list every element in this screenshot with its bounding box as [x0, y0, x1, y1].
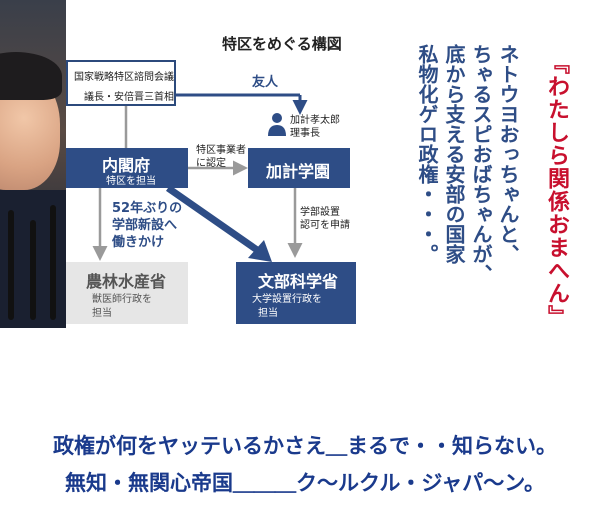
- bottom-line-1: 政権が何をヤッテいるかさえ＿まるで・・知らない。: [53, 434, 557, 458]
- pressure-label-3: 働きかけ: [112, 235, 165, 250]
- apply-label-2: 認可を申請: [300, 220, 350, 231]
- kake-gakuen-name: 加計学園: [266, 162, 331, 181]
- council-box: 国家戦略特区諮問会議 議長・安倍晋三首相: [66, 60, 176, 106]
- vertical-blue-line-3: 底から支える安部の国家: [442, 44, 466, 264]
- photo-hair: [0, 52, 62, 100]
- council-chair: 議長・安倍晋三首相: [84, 92, 174, 103]
- maff-name: 農林水産省: [86, 272, 167, 291]
- diagram-title: 特区をめぐる構図: [222, 35, 342, 53]
- person-icon-head: [272, 113, 282, 123]
- kake-person-role: 理事長: [290, 128, 320, 139]
- friend-label: 友人: [252, 75, 279, 90]
- microphone-icon: [30, 220, 36, 320]
- pressure-label-1: 52年ぶりの: [112, 201, 183, 216]
- maff-sub-1: 獣医師行政を: [92, 294, 152, 305]
- certify-label-2: に認定: [196, 158, 226, 169]
- mext-sub-1: 大学設置行政を: [252, 294, 322, 305]
- bottom-line-2: 無知・無関心帝国＿＿＿ク〜ルクル・ジャパ〜ン。: [64, 471, 546, 495]
- cabinet-office-box: 内閣府 特区を担当: [66, 148, 188, 188]
- mext-box: 文部科学省 大学設置行政を 担当: [236, 262, 356, 324]
- person-icon-body: [268, 125, 286, 136]
- maff-box: 農林水産省 獣医師行政を 担当: [66, 262, 188, 324]
- council-name: 国家戦略特区諮問会議: [74, 72, 174, 83]
- apply-label-1: 学部設置: [300, 207, 340, 218]
- kake-person-name: 加計孝太郎: [290, 115, 340, 126]
- microphone-icon: [50, 205, 56, 320]
- mext-sub-2: 担当: [258, 308, 278, 319]
- certify-label-1: 特区事業者: [196, 145, 246, 156]
- pressure-arrowhead: [248, 240, 272, 262]
- microphone-icon: [8, 210, 14, 320]
- vertical-red-quote: 『わたしら関係おまへん』: [544, 52, 569, 328]
- maff-sub-2: 担当: [92, 308, 112, 319]
- cabinet-office-sub: 特区を担当: [106, 176, 156, 187]
- kake-gakuen-box: 加計学園: [248, 148, 350, 188]
- politician-photo: [0, 0, 66, 328]
- vertical-blue-line-4: 私物化ゲロ政権・・・。: [415, 44, 439, 264]
- pressure-arrow: [166, 185, 262, 255]
- pressure-label-2: 学部新設へ: [112, 218, 178, 233]
- cabinet-office-name: 内閣府: [102, 156, 151, 175]
- vertical-blue-line-2: ちゃるスピおばちゃんが、: [469, 44, 493, 284]
- mext-name: 文部科学省: [258, 272, 339, 291]
- vertical-blue-line-1: ネトウヨおっちゃんと、: [496, 44, 520, 264]
